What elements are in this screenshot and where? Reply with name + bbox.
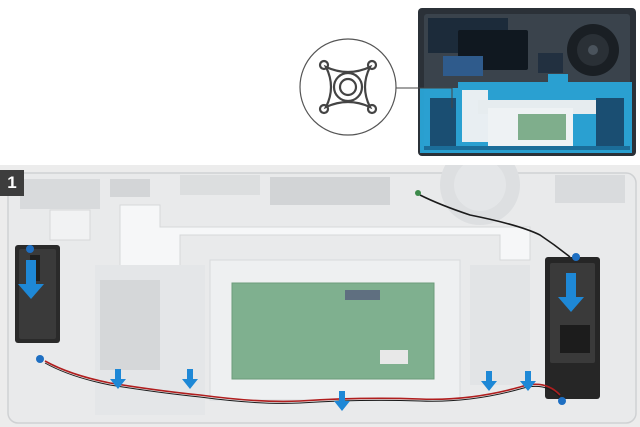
speaker-icon (318, 59, 378, 115)
speaker-callout (299, 38, 397, 136)
right-speaker (545, 253, 600, 405)
callout-leader-line (390, 87, 453, 108)
step-illustration (0, 165, 640, 427)
step-number: 1 (7, 173, 17, 192)
laptop-overview-image (418, 8, 636, 156)
step-number-badge: 1 (0, 170, 24, 196)
down-arrow-icon (18, 260, 584, 411)
